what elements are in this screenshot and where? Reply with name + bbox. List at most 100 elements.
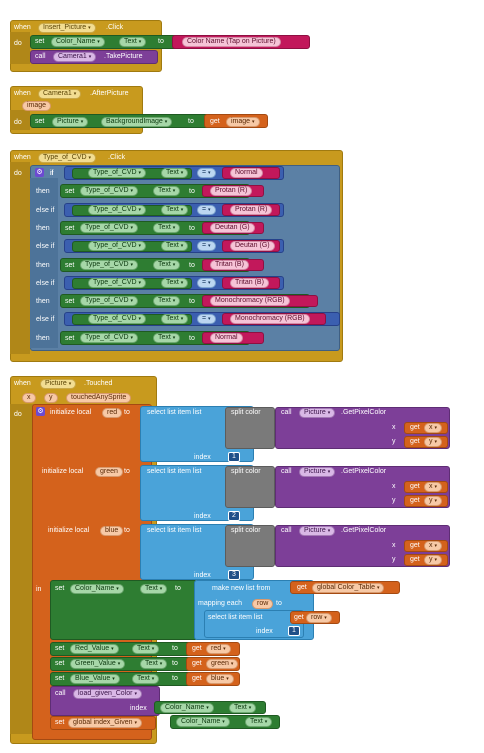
equals-operator-dropdown[interactable]: = ▾ [197, 278, 216, 288]
call-label: call [281, 527, 292, 534]
getter-prop-dropdown[interactable]: Text ▾ [161, 168, 189, 178]
global-table-dropdown[interactable]: global Color_Table ▾ [312, 583, 385, 593]
get-var-dropdown[interactable]: image ▾ [226, 117, 260, 127]
x-var-dropdown[interactable]: x ▾ [424, 423, 442, 433]
equals-operator-dropdown[interactable]: = ▾ [197, 241, 216, 251]
local-var-name[interactable]: blue [100, 526, 124, 536]
y-var-dropdown[interactable]: y ▾ [424, 437, 442, 447]
target-dropdown[interactable]: Color_Name ▾ [70, 584, 124, 594]
call-label: call [35, 53, 46, 60]
target-dropdown[interactable]: Type_of_CVD ▾ [80, 260, 139, 270]
global-index-dropdown[interactable]: global index_Given ▾ [68, 718, 143, 728]
prop-dropdown[interactable]: Text ▾ [132, 644, 160, 654]
result-string-value[interactable]: Protan (R) [210, 186, 253, 196]
split-color-block[interactable] [225, 525, 275, 567]
target-dropdown[interactable]: Type_of_CVD ▾ [80, 223, 139, 233]
camera-dropdown[interactable]: Camera1 ▾ [53, 52, 97, 62]
component-dropdown[interactable]: Picture ▾ [40, 379, 77, 389]
result-string-value[interactable]: Deutan (G) [210, 223, 255, 233]
component-dropdown[interactable]: Type_of_CVD ▾ [38, 153, 97, 163]
component-dropdown[interactable]: Insert_Picture ▾ [38, 23, 96, 33]
prop-dropdown[interactable]: Text ▾ [140, 659, 168, 669]
getter-prop-dropdown[interactable]: Text ▾ [161, 278, 189, 288]
prop-dropdown[interactable]: Text ▾ [153, 296, 181, 306]
prop-dropdown[interactable]: Text ▾ [153, 333, 181, 343]
getter-prop-dropdown[interactable]: Text ▾ [161, 205, 189, 215]
getter-component-dropdown[interactable]: Type_of_CVD ▾ [88, 241, 147, 251]
prop-dropdown[interactable]: Text ▾ [140, 584, 168, 594]
prop-dropdown[interactable]: Text ▾ [153, 223, 181, 233]
x-var-dropdown[interactable]: x ▾ [424, 541, 442, 551]
param-touched-any-sprite[interactable]: touchedAnySprite [66, 393, 132, 403]
target-dropdown[interactable]: Type_of_CVD ▾ [80, 333, 139, 343]
picture-dropdown[interactable]: Picture ▾ [299, 526, 336, 536]
equals-operator-dropdown[interactable]: = ▾ [197, 168, 216, 178]
picture-dropdown[interactable]: Picture ▾ [299, 408, 336, 418]
getter-prop-dropdown[interactable]: Text ▾ [161, 241, 189, 251]
local-var-name[interactable]: red [102, 408, 123, 418]
prop-dropdown[interactable]: Text ▾ [132, 674, 160, 684]
picture-dropdown[interactable]: Picture ▾ [299, 467, 336, 477]
getter-prop-dropdown[interactable]: Text ▾ [245, 717, 273, 727]
call-label: call [281, 468, 292, 475]
equals-operator-dropdown[interactable]: = ▾ [197, 205, 216, 215]
param-image[interactable]: image [22, 101, 52, 111]
x-var-dropdown[interactable]: x ▾ [424, 482, 442, 492]
proc-dropdown[interactable]: load_given_Color ▾ [73, 689, 142, 699]
getter-component-dropdown[interactable]: Type_of_CVD ▾ [88, 314, 147, 324]
index-number[interactable]: 3 [228, 570, 240, 580]
target-dropdown[interactable]: Type_of_CVD ▾ [80, 186, 139, 196]
cond-string-value[interactable]: Monochromacy (RGB) [230, 314, 310, 324]
index-number[interactable]: 2 [228, 511, 240, 521]
gear-icon[interactable]: ⚙ [35, 168, 44, 177]
get-label: get [410, 424, 420, 431]
to-label: to [172, 660, 178, 667]
getter-prop-dropdown[interactable]: Text ▾ [229, 703, 257, 713]
getter-component-dropdown[interactable]: Type_of_CVD ▾ [88, 278, 147, 288]
getter-component-dropdown[interactable]: Color_Name ▾ [176, 717, 230, 727]
prop-dropdown[interactable]: Text ▾ [119, 37, 147, 47]
text-string-value[interactable]: Color Name (Tap on Picture) [182, 37, 281, 47]
gear-icon[interactable]: ⚙ [36, 407, 45, 416]
getter-prop-dropdown[interactable]: Text ▾ [161, 314, 189, 324]
param-y[interactable]: y [44, 393, 58, 403]
target-dropdown[interactable]: Blue_Value ▾ [70, 674, 120, 684]
prop-dropdown[interactable]: Text ▾ [153, 186, 181, 196]
cond-string-value[interactable]: Protan (R) [230, 205, 273, 215]
cond-string-value[interactable]: Tritan (B) [230, 278, 269, 288]
get-var-dropdown[interactable]: green ▾ [206, 659, 239, 669]
initialize-local-label: initialize local [42, 468, 84, 475]
target-dropdown[interactable]: Red_Value ▾ [70, 644, 119, 654]
split-color-block[interactable] [225, 407, 275, 449]
prop-dropdown[interactable]: Text ▾ [153, 260, 181, 270]
getter-component-dropdown[interactable]: Type_of_CVD ▾ [88, 205, 147, 215]
target-dropdown[interactable]: Green_Value ▾ [70, 659, 126, 669]
row-var[interactable]: row [252, 599, 274, 609]
equals-operator-dropdown[interactable]: = ▾ [197, 314, 216, 324]
cond-string-value[interactable]: Normal [230, 168, 263, 178]
getter-component-dropdown[interactable]: Color_Name ▾ [160, 703, 214, 713]
index-number[interactable]: 1 [228, 452, 240, 462]
y-var-dropdown[interactable]: y ▾ [424, 496, 442, 506]
result-string-value[interactable]: Monochromacy (RGB) [210, 296, 290, 306]
get-var-dropdown[interactable]: blue ▾ [206, 674, 234, 684]
param-x[interactable]: x [22, 393, 36, 403]
y-var-dropdown[interactable]: y ▾ [424, 555, 442, 565]
to-label: to [158, 38, 164, 45]
split-color-block[interactable] [225, 466, 275, 508]
prop-dropdown[interactable]: BackgroundImage ▾ [101, 117, 173, 127]
index-number[interactable]: 1 [288, 626, 300, 636]
target-dropdown[interactable]: Color_Name ▾ [51, 37, 105, 47]
to-label: to [172, 645, 178, 652]
row-dropdown[interactable]: row ▾ [306, 613, 332, 623]
select-row-block[interactable] [204, 610, 304, 638]
local-var-name[interactable]: green [95, 467, 123, 477]
get-var-dropdown[interactable]: red ▾ [206, 644, 231, 654]
result-string-value[interactable]: Tritan (B) [210, 260, 249, 270]
result-string-value[interactable]: Normal [210, 333, 243, 343]
component-dropdown[interactable]: Camera1 ▾ [38, 89, 82, 99]
getter-component-dropdown[interactable]: Type_of_CVD ▾ [88, 168, 147, 178]
target-dropdown[interactable]: Picture ▾ [52, 117, 89, 127]
cond-string-value[interactable]: Deutan (G) [230, 241, 275, 251]
target-dropdown[interactable]: Type_of_CVD ▾ [80, 296, 139, 306]
